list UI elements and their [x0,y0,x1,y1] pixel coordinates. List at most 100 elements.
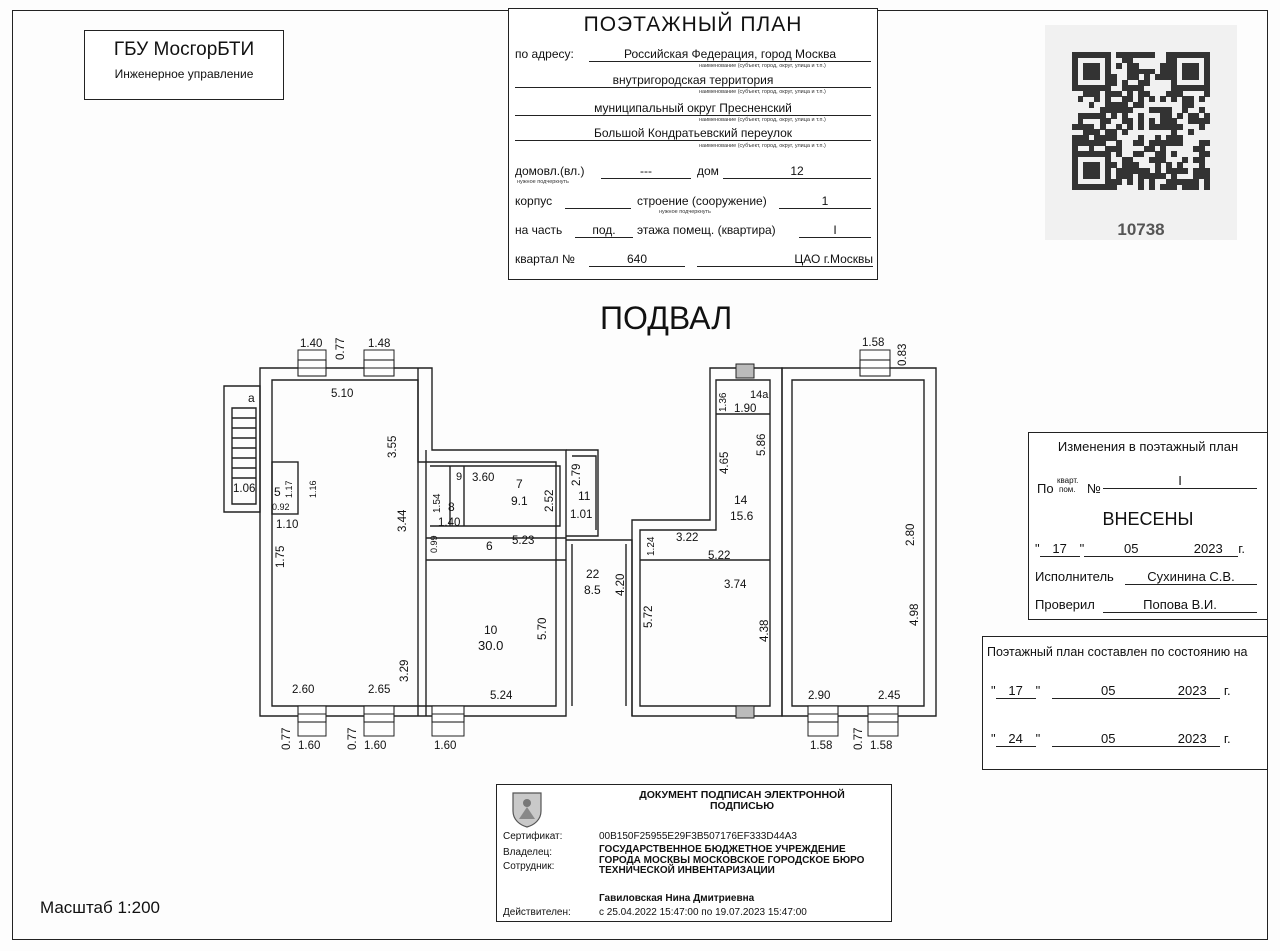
qr-module [1171,167,1178,174]
room-number: 6 [486,539,493,553]
qr-module [1105,167,1112,174]
qr-module [1143,173,1150,180]
qr-module [1116,151,1123,158]
room-number: 7 [516,477,523,491]
qr-module [1121,173,1128,180]
qr-module [1176,52,1183,58]
qr-module [1182,96,1189,103]
qr-module [1198,145,1205,152]
qr-module [1132,162,1139,169]
qr-module [1072,162,1078,169]
qr-module [1110,134,1117,141]
qr-module [1077,134,1084,141]
domovl-label: домовл.(вл.) [515,164,585,178]
qr-module [1143,90,1150,97]
qr-module [1182,63,1189,69]
dim: 3.22 [676,532,698,544]
qr-module [1182,156,1189,163]
dim: 3.44 [397,509,409,532]
qr-module [1121,156,1128,163]
qr-module [1072,63,1078,69]
dim: 2.60 [292,684,314,696]
address-line-4: Большой Кондратьевский переулок [515,126,871,141]
qr-module [1204,57,1211,64]
qr-module [1198,96,1205,103]
qr-module [1116,107,1123,114]
qr-module [1099,123,1106,130]
room-area: 30.0 [478,638,503,653]
no-value: I [1103,473,1257,489]
qr-module [1083,184,1089,191]
qr-module [1077,112,1084,119]
kvartal-label: квартал № [515,252,575,266]
qr-module [1176,140,1183,147]
qr-module [1105,118,1112,125]
qr-module [1094,112,1100,119]
dim: 1.58 [870,740,892,752]
qr-module [1127,123,1134,130]
qr-module [1193,52,1200,58]
qr-module [1143,145,1150,152]
qr-module [1072,79,1078,86]
qr-module [1094,162,1100,169]
qr-module [1165,184,1172,191]
qr-module [1154,107,1161,114]
qr-module [1132,52,1139,58]
qr-module [1149,173,1156,180]
qr-module [1193,85,1200,92]
address-line-3: муниципальный округ Пресненский [515,101,871,116]
qr-module [1160,184,1167,191]
qr-module [1083,52,1089,58]
qr-module [1072,134,1078,141]
qr-module [1072,173,1078,180]
qr-module [1127,63,1134,69]
qr-module [1204,118,1211,125]
state-box: Поэтажный план составлен по состоянию на… [982,636,1268,770]
qr-module [1176,123,1183,130]
qr-module [1138,184,1145,191]
valid-label: Действителен: [503,907,571,918]
qr-module [1187,96,1194,103]
qr-module [1099,184,1106,191]
room-number: 11 [578,489,591,503]
qr-module [1072,68,1078,75]
qr-module [1099,85,1106,92]
qr-module [1099,140,1106,147]
qr-module [1094,52,1100,58]
executor: Сухинина С.В. [1125,569,1257,585]
qr-module [1138,79,1145,86]
room-area: 9.1 [511,494,528,508]
qr-module [1083,162,1089,169]
dim: 1.90 [734,403,756,415]
qr-module [1165,57,1172,64]
qr-module [1198,173,1205,180]
page-title: ПОЭТАЖНЫЙ ПЛАН [583,13,803,36]
qr-module [1187,85,1194,92]
qr-module [1083,123,1089,130]
qr-module [1198,123,1205,130]
qr-module [1127,85,1134,92]
qr-module [1088,145,1095,152]
qr-module [1176,112,1183,119]
qr-module [1077,52,1084,58]
dim: 1.58 [810,740,832,752]
dim: 1.60 [298,740,320,752]
qr-module [1121,96,1128,103]
changes-title: Изменения в поэтажный план [1057,439,1239,454]
qr-module [1083,129,1089,136]
dim: 0.99 [429,535,439,553]
qr-module [1187,74,1194,80]
qr-module [1099,112,1106,119]
org-name: ГБУ МосгорБТИ [113,39,255,60]
qr-module [1171,79,1178,86]
qr-module [1198,151,1205,158]
dimensions: 1.40 0.77 1.48 5.10 3.55 1.06 1.17 1.16 … [233,337,921,752]
qr-module [1187,101,1194,108]
qr-module [1105,134,1112,141]
qr-module [1132,140,1139,147]
qr-module [1160,145,1167,152]
qr-module [1182,74,1189,80]
cert-label: Сертификат: [503,831,563,842]
qr-module [1154,140,1161,147]
qr-module [1193,63,1200,69]
